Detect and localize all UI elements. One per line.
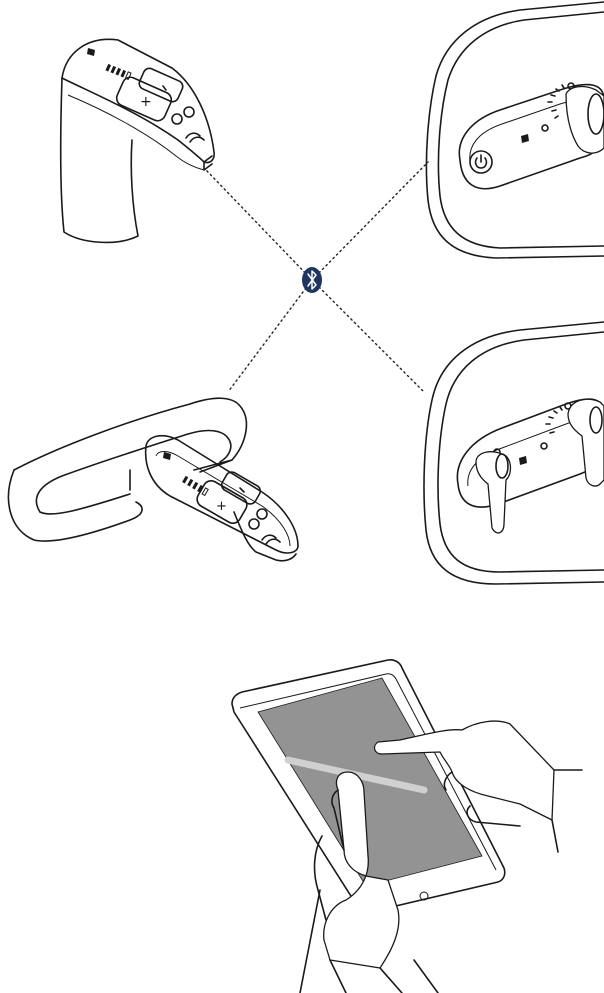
power-icon — [249, 519, 259, 529]
minus-icon — [163, 86, 166, 90]
kitchen-tap: + — [8, 398, 298, 561]
basin-tap-control-panel: + — [87, 48, 204, 142]
minus-icon — [542, 125, 548, 131]
wall-plate-outer — [424, 322, 604, 584]
connection-line-kitchen-tap — [228, 280, 312, 392]
logo-mark — [519, 456, 527, 465]
logo-mark — [87, 48, 95, 56]
flow-icon — [257, 509, 267, 519]
connection-line-shower-dual — [312, 280, 424, 392]
minus-icon — [240, 488, 244, 492]
connection-line-basin-tap — [206, 170, 312, 280]
temperature-lever[interactable] — [568, 399, 604, 486]
shower-controller-single — [426, 2, 604, 258]
logo-mark — [163, 452, 171, 460]
tablet-screen — [258, 678, 482, 886]
power-icon — [476, 155, 487, 168]
hand-wave-icon — [186, 133, 204, 142]
shower-controller-dual — [424, 322, 604, 584]
plus-icon: + — [140, 94, 152, 110]
kitchen-tap-control-panel: + — [146, 436, 298, 561]
logo-mark — [521, 134, 529, 143]
power-icon — [172, 114, 182, 124]
basin-tap: + — [61, 39, 214, 242]
tap-body — [61, 78, 138, 242]
bluetooth-hub — [302, 267, 322, 293]
tablet-in-hands — [232, 660, 582, 993]
connection-line-shower-single — [312, 162, 428, 280]
tap-spout — [8, 470, 142, 541]
minus-icon — [541, 443, 547, 449]
plus-icon: + — [216, 499, 227, 514]
flow-icon — [184, 107, 194, 117]
hand-wave-icon — [262, 535, 280, 544]
control-lever[interactable] — [566, 87, 604, 154]
flow-lever[interactable] — [476, 452, 511, 533]
